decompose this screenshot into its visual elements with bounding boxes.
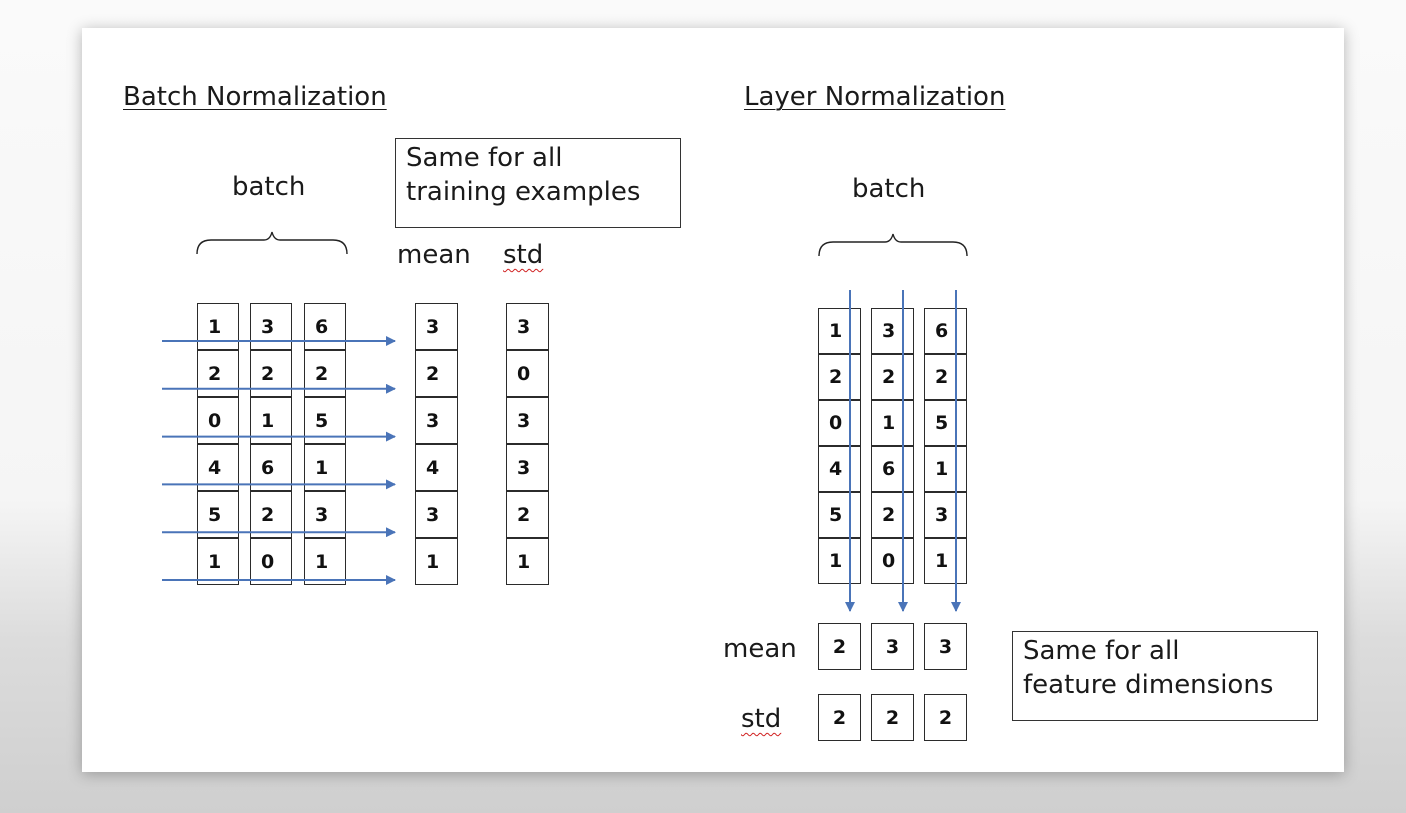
batch-norm-mean-label: mean bbox=[397, 240, 471, 270]
batch-norm-mean-cell: 2 bbox=[415, 350, 458, 397]
layer-norm-cell: 2 bbox=[818, 354, 861, 400]
batch-norm-std-label: std bbox=[503, 240, 544, 270]
layer-norm-cell: 2 bbox=[871, 492, 914, 538]
layer-norm-std-cell: 2 bbox=[924, 694, 967, 741]
layer-norm-cell: 2 bbox=[871, 354, 914, 400]
layer-norm-cell: 6 bbox=[871, 446, 914, 492]
batch-norm-note-line-1: Same for all bbox=[406, 143, 563, 173]
layer-norm-note-line-2: feature dimensions bbox=[1023, 670, 1274, 700]
batch-norm-std-cell: 3 bbox=[506, 303, 549, 350]
layer-norm-mean-cell: 3 bbox=[871, 623, 914, 670]
batch-norm-cell: 6 bbox=[250, 444, 292, 491]
batch-norm-cell: 1 bbox=[197, 538, 239, 585]
batch-norm-cell: 3 bbox=[250, 303, 292, 350]
batch-norm-note: Same for all training examples bbox=[395, 138, 681, 228]
layer-norm-cell: 2 bbox=[924, 354, 967, 400]
layer-norm-heading: Layer Normalization bbox=[744, 82, 1006, 112]
batch-norm-cell: 3 bbox=[304, 491, 346, 538]
batch-norm-cell: 0 bbox=[250, 538, 292, 585]
batch-norm-cell: 4 bbox=[197, 444, 239, 491]
layer-norm-brace bbox=[818, 233, 968, 257]
batch-norm-cell: 6 bbox=[304, 303, 346, 350]
batch-norm-cell: 2 bbox=[250, 491, 292, 538]
layer-norm-cell: 5 bbox=[818, 492, 861, 538]
layer-norm-cell: 0 bbox=[818, 400, 861, 446]
layer-norm-cell: 1 bbox=[924, 538, 967, 584]
layer-norm-cell: 3 bbox=[924, 492, 967, 538]
batch-norm-std-cell: 0 bbox=[506, 350, 549, 397]
batch-norm-std-cell: 3 bbox=[506, 397, 549, 444]
batch-norm-mean-cell: 3 bbox=[415, 397, 458, 444]
batch-norm-cell: 1 bbox=[304, 538, 346, 585]
layer-norm-cell: 5 bbox=[924, 400, 967, 446]
layer-norm-cell: 1 bbox=[818, 538, 861, 584]
batch-norm-std-cell: 1 bbox=[506, 538, 549, 585]
layer-norm-note-line-1: Same for all bbox=[1023, 636, 1180, 666]
layer-norm-cell: 1 bbox=[818, 308, 861, 354]
layer-norm-mean-cell: 3 bbox=[924, 623, 967, 670]
layer-norm-std-cell: 2 bbox=[818, 694, 861, 741]
layer-norm-cell: 1 bbox=[871, 400, 914, 446]
layer-norm-cell: 3 bbox=[871, 308, 914, 354]
layer-norm-note: Same for all feature dimensions bbox=[1012, 631, 1318, 721]
batch-norm-note-line-2: training examples bbox=[406, 177, 641, 207]
layer-norm-cell: 6 bbox=[924, 308, 967, 354]
layer-norm-cell: 4 bbox=[818, 446, 861, 492]
batch-norm-mean-cell: 1 bbox=[415, 538, 458, 585]
batch-norm-brace bbox=[196, 231, 348, 255]
batch-norm-batch-label: batch bbox=[232, 172, 306, 202]
batch-norm-cell: 1 bbox=[197, 303, 239, 350]
layer-norm-batch-label: batch bbox=[852, 174, 926, 204]
layer-norm-std-cell: 2 bbox=[871, 694, 914, 741]
batch-norm-heading: Batch Normalization bbox=[123, 82, 387, 112]
batch-norm-mean-cell: 3 bbox=[415, 303, 458, 350]
batch-norm-cell: 5 bbox=[197, 491, 239, 538]
batch-norm-mean-cell: 3 bbox=[415, 491, 458, 538]
layer-norm-cell: 1 bbox=[924, 446, 967, 492]
layer-norm-mean-cell: 2 bbox=[818, 623, 861, 670]
layer-norm-std-label: std bbox=[741, 704, 782, 734]
batch-norm-std-cell: 2 bbox=[506, 491, 549, 538]
layer-norm-cell: 0 bbox=[871, 538, 914, 584]
batch-norm-mean-cell: 4 bbox=[415, 444, 458, 491]
layer-norm-mean-label: mean bbox=[723, 634, 797, 664]
batch-norm-cell: 1 bbox=[304, 444, 346, 491]
batch-norm-std-cell: 3 bbox=[506, 444, 549, 491]
